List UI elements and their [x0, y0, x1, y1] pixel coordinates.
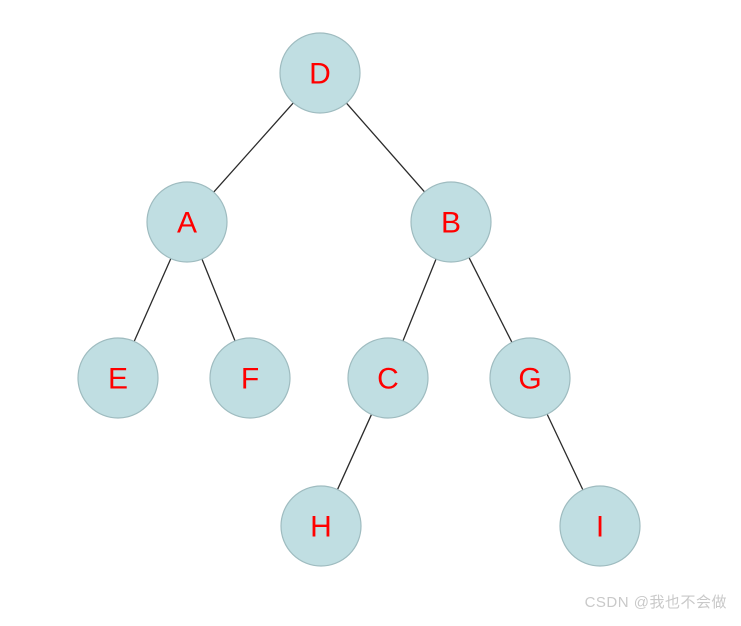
node-label-a: A [177, 207, 197, 240]
node-circle-b[interactable] [410, 181, 492, 263]
edges-group [133, 102, 584, 491]
node-circle-f[interactable] [209, 337, 291, 419]
tree-edge-d-a [213, 102, 294, 193]
tree-node-g[interactable]: G [489, 337, 571, 419]
node-circle-i[interactable] [559, 485, 641, 567]
tree-node-h[interactable]: H [280, 485, 362, 567]
tree-edge-a-e [133, 258, 172, 342]
tree-node-a[interactable]: A [146, 181, 228, 263]
node-label-h: H [310, 511, 332, 544]
nodes-group: D A B E F C G H I [77, 32, 641, 567]
tree-edge-a-f [201, 258, 236, 342]
tree-node-d[interactable]: D [279, 32, 361, 114]
node-label-b: B [441, 207, 461, 240]
node-label-g: G [518, 363, 541, 396]
node-circle-d[interactable] [279, 32, 361, 114]
tree-node-c[interactable]: C [347, 337, 429, 419]
watermark-text: CSDN @我也不会做 [584, 594, 727, 611]
tree-node-i[interactable]: I [559, 485, 641, 567]
node-label-f: F [241, 363, 259, 396]
node-label-c: C [377, 363, 399, 396]
tree-node-b[interactable]: B [410, 181, 492, 263]
node-circle-e[interactable] [77, 337, 159, 419]
node-label-e: E [108, 363, 128, 396]
node-circle-a[interactable] [146, 181, 228, 263]
tree-edge-b-c [402, 258, 437, 342]
node-label-i: I [596, 511, 604, 544]
node-circle-h[interactable] [280, 485, 362, 567]
node-circle-g[interactable] [489, 337, 571, 419]
node-circle-c[interactable] [347, 337, 429, 419]
tree-edge-b-g [468, 257, 513, 343]
tree-node-e[interactable]: E [77, 337, 159, 419]
tree-node-f[interactable]: F [209, 337, 291, 419]
tree-edge-c-h [336, 414, 373, 490]
tree-edge-d-b [345, 102, 426, 193]
tree-edge-g-i [546, 413, 584, 491]
node-label-d: D [309, 58, 331, 91]
